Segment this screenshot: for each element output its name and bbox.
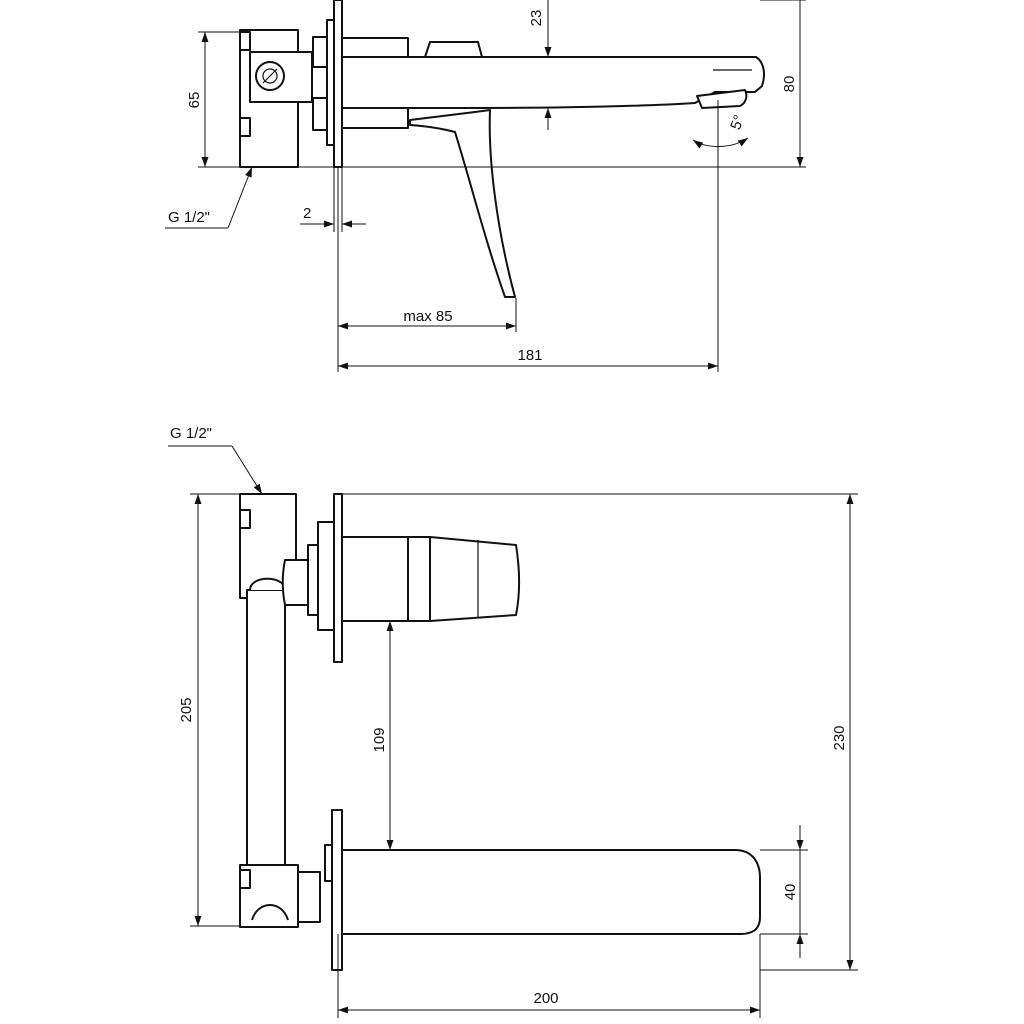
dim-205-label: 205	[178, 697, 195, 722]
thread-callout-top: G 1/2"	[168, 425, 263, 495]
wall-box-top	[239, 493, 321, 928]
dim-65: 65	[186, 31, 240, 168]
dim-109-label: 109	[371, 727, 388, 752]
dim-80: 80	[298, 0, 806, 168]
dim-181: 181	[338, 167, 719, 372]
mixer-body-top	[307, 493, 520, 663]
dim-max85: max 85	[337, 167, 517, 372]
dim-40: 40	[760, 825, 808, 958]
dim-230-label: 230	[831, 725, 848, 750]
lever-handle	[409, 109, 516, 298]
angle-label: 5°	[727, 113, 748, 132]
spout-top	[324, 809, 761, 971]
dim-181-label: 181	[517, 347, 542, 364]
dim-23-label: 23	[528, 10, 545, 27]
top-view: G 1/2" 205 109 230 40	[168, 425, 858, 1018]
wall-box-side	[239, 29, 313, 168]
spout-side	[341, 37, 765, 129]
wall-plate-side	[312, 0, 343, 168]
dim-200: 200	[337, 934, 761, 1018]
dim-230: 230	[342, 493, 858, 971]
dim-2: 2	[300, 167, 366, 232]
dim-angle: 5°	[692, 100, 749, 167]
dim-109: 109	[371, 621, 394, 850]
dim-80-label: 80	[781, 76, 798, 93]
thread-label-side: G 1/2"	[168, 209, 210, 226]
dim-200-label: 200	[533, 990, 558, 1007]
dim-40-label: 40	[782, 884, 799, 901]
dim-23: 23	[528, 0, 552, 130]
thread-callout-side: G 1/2"	[165, 166, 253, 229]
thread-label-top: G 1/2"	[170, 425, 212, 442]
dim-205: 205	[178, 493, 240, 927]
side-view: 23 65 80 5° G 1/2"	[165, 0, 806, 372]
dim-65-label: 65	[186, 92, 203, 109]
dim-max85-label: max 85	[403, 308, 452, 325]
dim-2-label: 2	[303, 205, 311, 222]
